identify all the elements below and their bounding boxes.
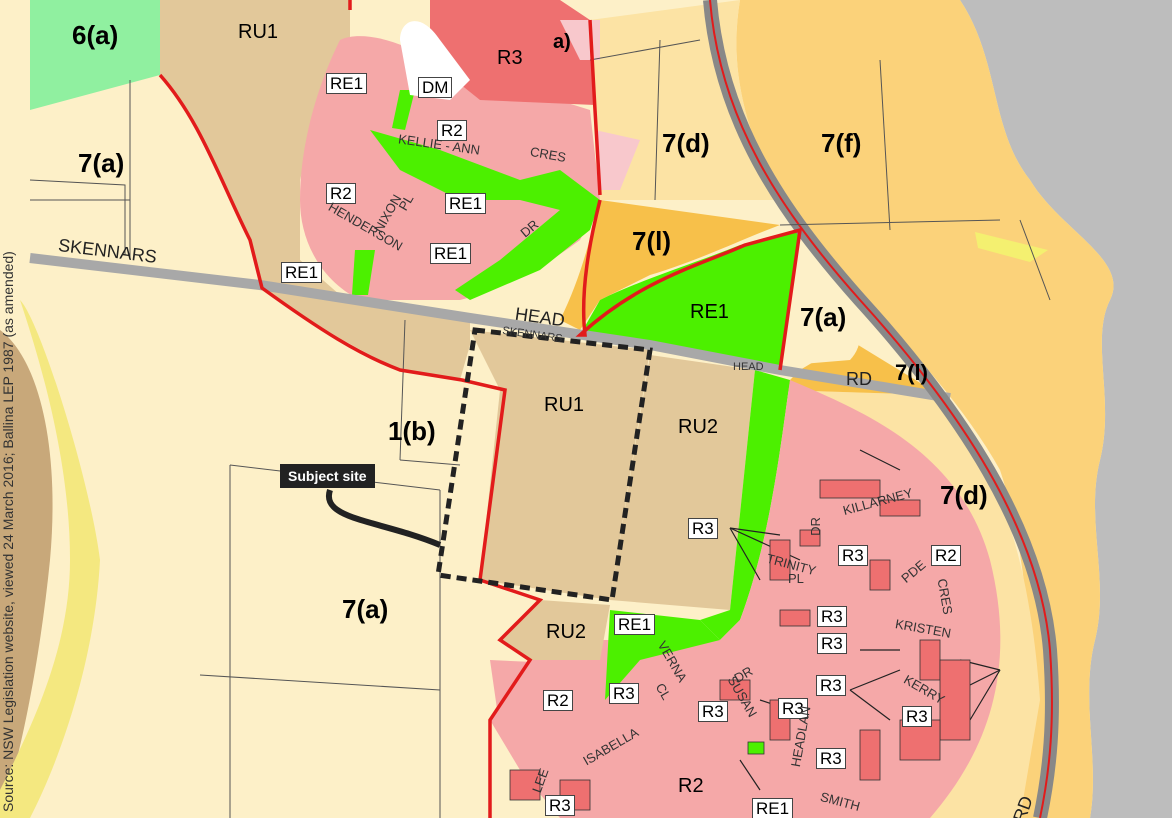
zone-7l — [560, 200, 780, 330]
re1-small-g — [747, 741, 765, 755]
road-skennars — [29, 253, 951, 403]
zone-label-1b: 1(b) — [388, 416, 436, 446]
zone-label-r3-c: R3 — [817, 606, 847, 627]
zone-pink-b — [595, 130, 640, 190]
zone-label-re1-a: RE1 — [326, 73, 368, 94]
zone-re1-north — [370, 130, 600, 300]
zone-label-r3-top: R3 — [497, 47, 523, 69]
zone-re1-north2 — [392, 90, 415, 130]
zone-label-6a: 6(a) — [72, 20, 119, 50]
zone-label-r3-f: R3 — [816, 675, 846, 696]
subject-leader — [325, 489, 442, 548]
zone-dm — [400, 21, 470, 100]
zone-label-r3-k: R3 — [545, 795, 575, 816]
zone-ru2 — [610, 355, 755, 610]
zone-label-r3-b: R3 — [838, 545, 868, 566]
zone-label-ru1-top: RU1 — [238, 21, 279, 43]
zone-label-r2-c: R2 — [931, 545, 961, 566]
zone-label-7f: 7(f) — [821, 128, 862, 158]
water-area — [960, 0, 1172, 818]
r3-blocks — [509, 479, 971, 811]
zone-7d-top — [590, 0, 780, 200]
zone-label-re1-d: RE1 — [281, 262, 323, 283]
zone-re1-north3 — [352, 250, 375, 295]
zone-label-r3-h: R3 — [778, 698, 808, 719]
road-label-head-small: HEAD — [733, 361, 764, 373]
zone-ru2-b — [500, 600, 610, 660]
zone-7a-pocket — [790, 240, 861, 365]
road-label-rd: RD — [846, 369, 872, 389]
zone-label-7d-top: 7(d) — [662, 128, 710, 158]
road-label-dr2: DR — [807, 517, 823, 536]
zone-label-r3-g: R3 — [698, 701, 728, 722]
zone-label-7a-low: 7(a) — [342, 594, 389, 624]
zone-label-7l-b: 7(l) — [895, 360, 928, 385]
zone-label-r3-d: R3 — [817, 633, 847, 654]
zone-7f — [736, 0, 1114, 818]
zone-label-re1-b: RE1 — [445, 193, 487, 214]
zone-label-7a-mid: 7(a) — [800, 302, 847, 332]
zone-yellow-strip — [0, 300, 100, 818]
zone-label-r2-b: R2 — [326, 183, 356, 204]
zone-label-r3-a: R3 — [688, 518, 718, 539]
zone-label-a-top: a) — [553, 31, 571, 53]
zone-label-dm: DM — [418, 77, 453, 98]
zone-label-7d-right: 7(d) — [940, 480, 988, 510]
source-caption: Source: NSW Legislation website, viewed … — [0, 251, 16, 812]
zone-ru1-top — [160, 0, 350, 295]
zone-boundary — [158, 0, 803, 818]
zone-label-r2-d: R2 — [543, 690, 573, 711]
zone-label-r3-i: R3 — [902, 706, 932, 727]
road-east-line — [709, 0, 1053, 818]
zone-label-re1-c: RE1 — [430, 243, 472, 264]
zone-label-ru2-a: RU2 — [678, 416, 719, 438]
zone-label-7a-left: 7(a) — [78, 148, 125, 178]
zone-label-ru1-site: RU1 — [544, 394, 585, 416]
zone-label-re1-g: RE1 — [752, 798, 794, 818]
zone-ru-strip — [260, 285, 470, 380]
zone-label-re1-f: RE1 — [614, 614, 656, 635]
zone-r3-top — [430, 0, 595, 105]
zone-label-r2-e: R2 — [678, 775, 704, 797]
zone-label-r3-j: R3 — [816, 748, 846, 769]
zone-yellow-small — [975, 232, 1048, 262]
road-label-pl2: PL — [788, 571, 804, 586]
subject-site-outline — [435, 327, 653, 603]
zone-label-re1-e: RE1 — [690, 301, 729, 323]
zone-label-7l: 7(l) — [632, 226, 671, 256]
subject-site-label: Subject site — [280, 464, 375, 488]
zone-label-ru2-b: RU2 — [546, 621, 587, 643]
zone-label-r3-e: R3 — [609, 683, 639, 704]
zone-label-r2-a: R2 — [437, 120, 467, 141]
zone-re1-big — [580, 230, 800, 370]
zone-ru1-site — [470, 330, 650, 600]
zone-re1-strip — [700, 370, 790, 640]
zone-6a — [30, 0, 160, 110]
zone-left-brown — [0, 330, 53, 818]
